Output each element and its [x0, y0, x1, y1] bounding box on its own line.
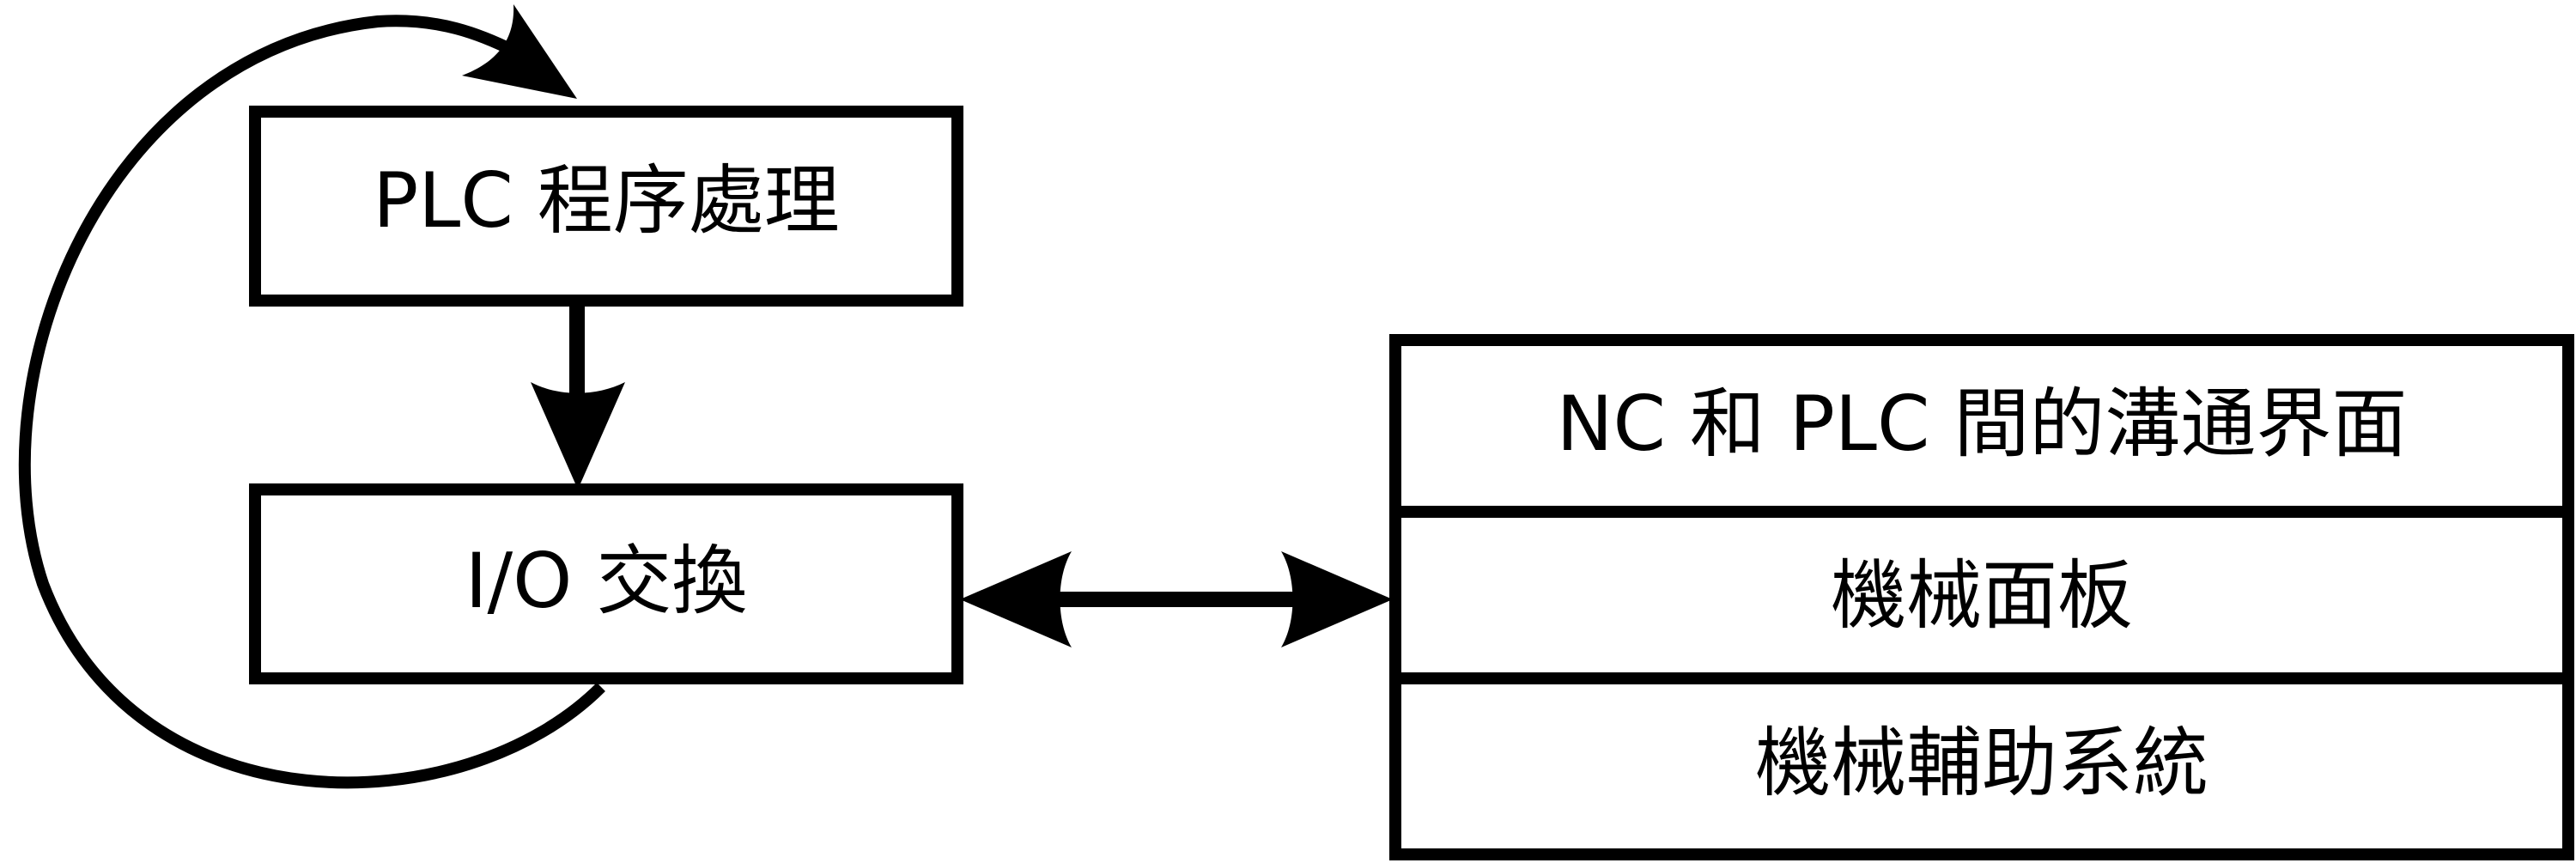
plc-processing-label: PLC 程序處理 [373, 156, 840, 245]
down-arrow-head [531, 382, 625, 489]
nc-plc-interface-box [1389, 334, 2574, 518]
machine-aux-system-label: 機械輔助系統 [1755, 719, 2208, 807]
bidirectional-arrow-right-head [1281, 551, 1393, 647]
machine-aux-system-box [1389, 672, 2574, 860]
plc-processing-box: PLC 程序處理 [249, 106, 963, 307]
cycle-loop-line [18, 15, 605, 789]
machine-panel-label: 機械面板 [1831, 551, 2133, 640]
cycle-loop-arrowhead [462, 4, 577, 99]
io-exchange-label: I/O 交換 [465, 537, 748, 625]
nc-plc-interface-label: NC 和 PLC 間的溝通界面 [1557, 380, 2408, 468]
io-exchange-box: I/O 交換 [249, 483, 963, 684]
machine-side-stack: NC 和 PLC 間的溝通界面 機械面板 機械輔助系統 [1389, 334, 2574, 860]
bidirectional-arrow-left-head [960, 551, 1072, 647]
